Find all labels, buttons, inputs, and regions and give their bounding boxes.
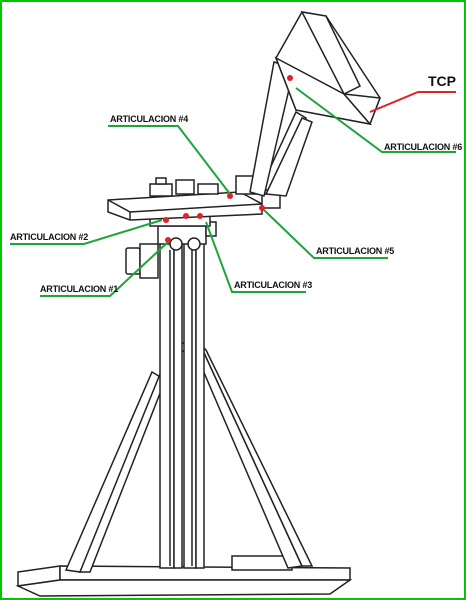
label-joint-1: ARTICULACION #1 [40, 284, 118, 294]
vertical-columns [159, 237, 205, 569]
leader-j2 [10, 219, 163, 245]
joint-markers [163, 75, 293, 243]
floor-base [15, 555, 353, 597]
leader-j3 [205, 221, 306, 293]
end-effector [274, 11, 382, 126]
leader-lines [10, 87, 456, 297]
label-joint-2: ARTICULACION #2 [10, 232, 88, 242]
arm-links [249, 61, 313, 197]
leader-j6 [295, 87, 456, 153]
label-tcp: TCP [428, 73, 456, 89]
label-joint-3: ARTICULACION #3 [234, 280, 312, 290]
leader-j1 [40, 241, 169, 297]
leader-tcp [369, 91, 456, 113]
joint-3-marker [183, 213, 189, 219]
joint-1-marker [165, 237, 171, 243]
joint-2-marker [163, 217, 169, 223]
leader-j4 [108, 125, 231, 195]
label-joint-5: ARTICULACION #5 [316, 246, 394, 256]
label-joint-4: ARTICULACION #4 [110, 114, 188, 124]
tripod-legs [64, 338, 314, 573]
joint-3b-marker [197, 213, 203, 219]
joint-6-marker [287, 75, 293, 81]
label-joint-6: ARTICULACION #6 [384, 142, 462, 152]
joint-4-marker [227, 193, 233, 199]
leader-j5 [263, 209, 388, 259]
joint-5-marker [259, 205, 265, 211]
